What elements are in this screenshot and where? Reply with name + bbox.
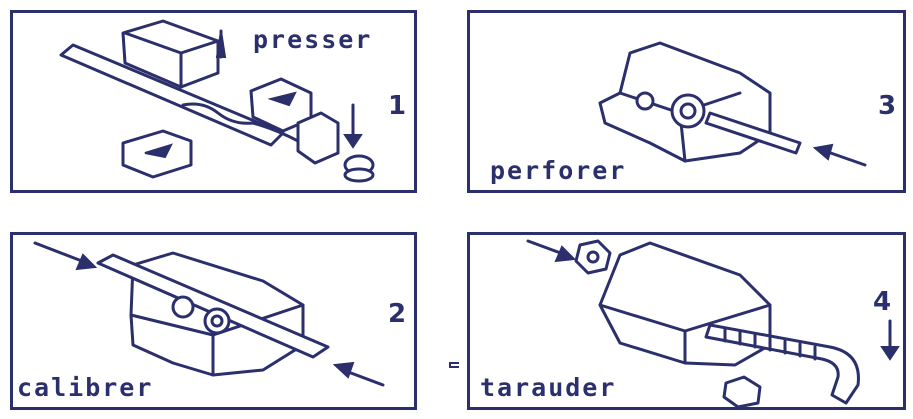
down-arrow-icon <box>882 347 898 359</box>
panel-label: perforer <box>490 156 626 185</box>
panel-label: presser <box>253 25 372 54</box>
push-arrow-icon <box>77 255 95 269</box>
lower-right-die <box>298 113 338 163</box>
push-arrow-icon-2 <box>335 363 353 377</box>
panel-number: 4 <box>873 287 891 317</box>
push-arrow-icon <box>815 145 832 159</box>
panel-perforer: perforer 3 <box>467 10 906 193</box>
panel-label: tarauder <box>480 373 616 402</box>
panel-calibrer: calibrer 2 <box>10 232 417 410</box>
push-arrow-icon <box>556 247 574 261</box>
panel-presser: presser 1 <box>10 10 417 193</box>
panel-tarauder: tarauder 4 <box>467 232 906 410</box>
panel-number: 2 <box>388 299 406 329</box>
down-arrow-icon <box>345 135 361 147</box>
finished-nut <box>724 377 760 407</box>
connector-mark <box>449 362 459 368</box>
panel-number: 1 <box>388 91 406 121</box>
panel-label: calibrer <box>17 373 153 402</box>
panel-number: 3 <box>878 91 896 121</box>
